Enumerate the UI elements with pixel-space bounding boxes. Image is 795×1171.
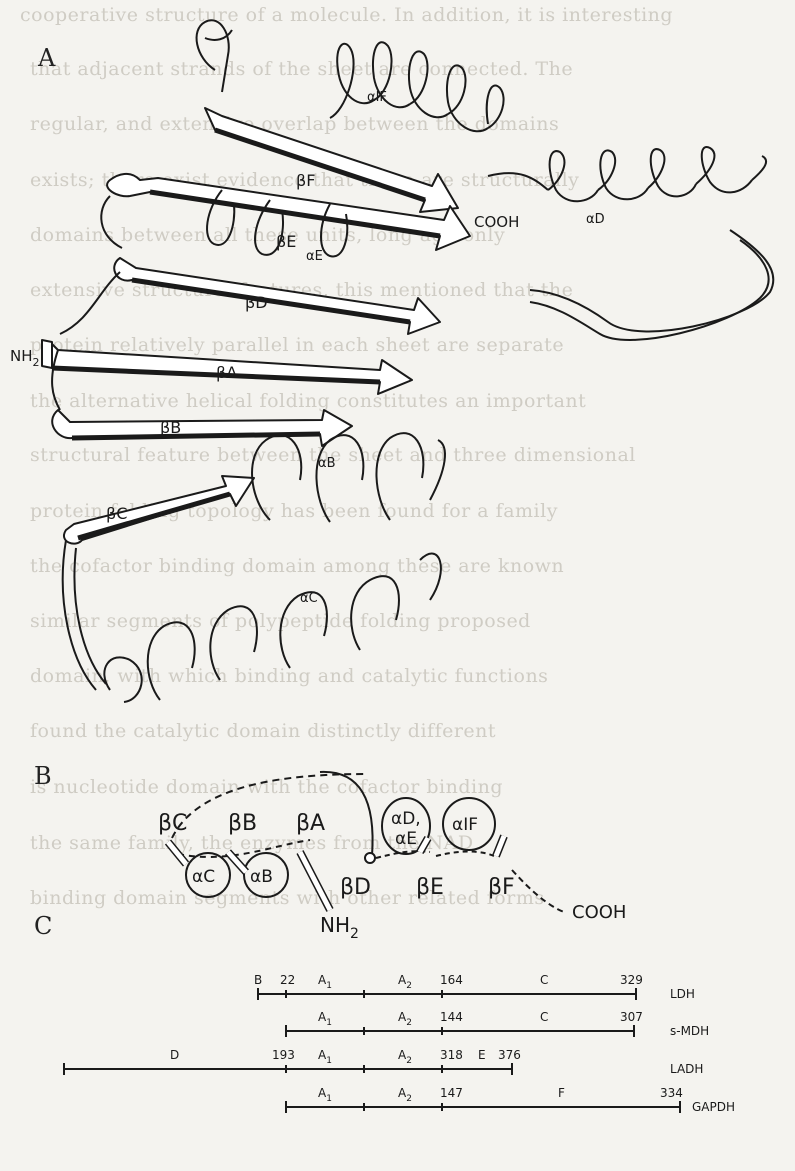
helix-alpha-if — [197, 20, 504, 131]
ladh-label-a2: A2 — [398, 1048, 412, 1066]
panel-a-ribbon-diagram — [42, 20, 773, 702]
panel-b-labels: βC βB βA βD βE βF αC αB αD, αE αIF NH2 C… — [158, 809, 626, 942]
gapdh-label-147: 147 — [440, 1086, 463, 1100]
label-nh2: NH2 — [10, 347, 40, 369]
smdh-label-a1: A1 — [318, 1010, 332, 1028]
label-b-beta-d: βD — [340, 875, 371, 900]
helix-alpha-c — [104, 554, 441, 702]
ladh-name: LADH — [670, 1062, 703, 1076]
label-b-alpha-if: αIF — [452, 815, 478, 835]
gapdh-label-a2: A2 — [398, 1086, 412, 1104]
label-b-cooh: COOH — [572, 902, 626, 923]
label-beta-b: βB — [160, 418, 181, 437]
nh2-terminus — [42, 340, 52, 368]
label-b-beta-e: βE — [416, 875, 444, 900]
label-b-beta-a: βA — [296, 811, 325, 836]
smdh-name: s-MDH — [670, 1024, 709, 1038]
strand-beta-c — [64, 476, 254, 544]
smdh-label-c: C — [540, 1010, 548, 1024]
helix-alpha-d — [488, 147, 773, 340]
ldh-label-a2: A2 — [398, 973, 412, 991]
panel-c-domain-alignment — [64, 988, 680, 1113]
label-beta-e: βE — [276, 232, 296, 251]
label-b-beta-c: βC — [158, 811, 187, 836]
ldh-label-329: 329 — [620, 973, 643, 987]
label-b-alpha-b: αB — [250, 867, 273, 887]
label-beta-d: βD — [245, 293, 268, 312]
ldh-label-22: 22 — [280, 973, 295, 987]
gapdh-label-334: 334 — [660, 1086, 683, 1100]
label-alpha-if: αIF — [367, 90, 387, 105]
gapdh-label-f: F — [558, 1086, 565, 1100]
label-b-beta-b: βB — [228, 811, 257, 836]
label-alpha-e: αE — [306, 249, 323, 264]
label-b-alpha-e: αE — [395, 829, 417, 849]
loop-segments — [52, 196, 122, 690]
ladh-label-a1: A1 — [318, 1048, 332, 1066]
gapdh-label-a1: A1 — [318, 1086, 332, 1104]
ladh-label-d: D — [170, 1048, 179, 1062]
ladh-label-376: 376 — [498, 1048, 521, 1062]
label-alpha-b: αB — [318, 456, 336, 471]
ladh-label-193: 193 — [272, 1048, 295, 1062]
smdh-label-144: 144 — [440, 1010, 463, 1024]
smdh-label-307: 307 — [620, 1010, 643, 1024]
strand-beta-b — [52, 410, 352, 446]
label-cooh: COOH — [474, 213, 519, 231]
strand-beta-d — [114, 258, 440, 334]
label-b-beta-f: βF — [488, 875, 515, 900]
smdh-label-a2: A2 — [398, 1010, 412, 1028]
label-beta-f: βF — [296, 171, 315, 190]
ldh-label-a1: A1 — [318, 973, 332, 991]
label-beta-a: βA — [216, 363, 237, 382]
ldh-name: LDH — [670, 987, 695, 1001]
label-alpha-d: αD — [586, 212, 605, 227]
ladh-label-318: 318 — [440, 1048, 463, 1062]
label-b-nh2: NH2 — [320, 913, 359, 942]
ldh-label-164: 164 — [440, 973, 463, 987]
gapdh-name: GAPDH — [692, 1100, 735, 1114]
label-alpha-c: αC — [300, 591, 318, 606]
ladh-label-e: E — [478, 1048, 486, 1062]
label-beta-c: βC — [106, 504, 127, 523]
label-b-alpha-c: αC — [192, 867, 215, 887]
helix-alpha-b — [252, 433, 445, 522]
ldh-label-b: B — [254, 973, 262, 987]
ldh-label-c: C — [540, 973, 548, 987]
label-b-alpha-d: αD, — [391, 809, 421, 829]
